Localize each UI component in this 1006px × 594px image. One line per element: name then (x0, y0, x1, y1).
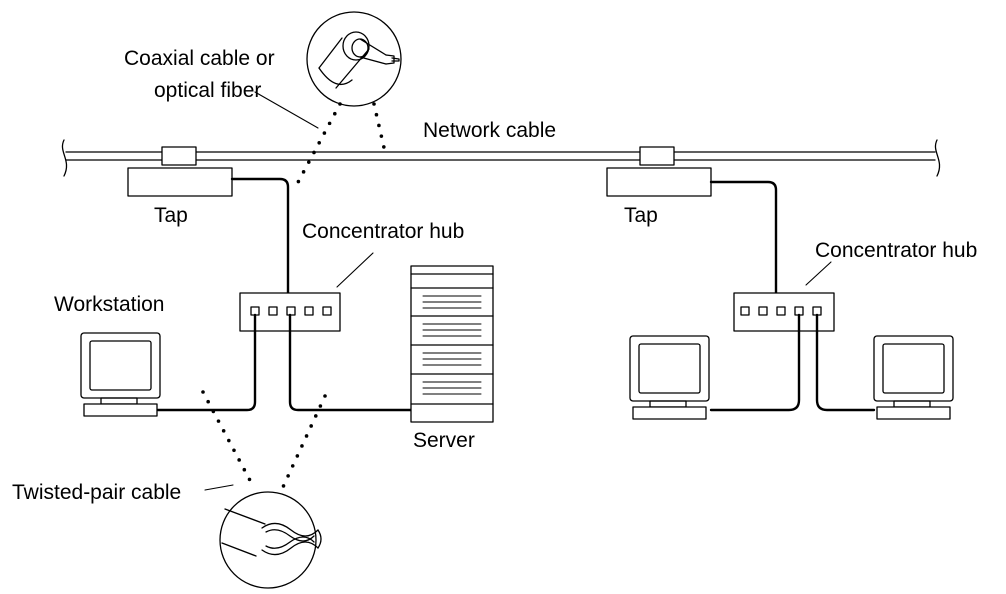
label-workstation: Workstation (54, 293, 165, 316)
tap-right (606, 146, 712, 197)
label-twisted-pair-cable: Twisted-pair cable (12, 481, 182, 504)
network-backbone-cable (61, 139, 941, 177)
tap-to-hub-cables (230, 177, 778, 295)
server-tower (410, 265, 494, 423)
label-network-cable: Network cable (423, 119, 557, 142)
tap-left (127, 146, 233, 197)
coaxial-cable-callout (306, 11, 402, 107)
label-concentrator-hub-right: Concentrator hub (815, 239, 978, 262)
label-coaxial-line1: Coaxial cable or (124, 47, 275, 70)
twisted-pair-callout (219, 491, 322, 589)
label-concentrator-hub-left: Concentrator hub (302, 220, 465, 243)
concentrator-hub-right (733, 292, 835, 332)
workstation-middle (629, 335, 710, 420)
callout-dotted-lines (201, 102, 387, 489)
label-coaxial-line2: optical fiber (154, 79, 262, 102)
label-server: Server (413, 429, 475, 452)
label-leader-lines (204, 91, 832, 491)
label-tap-left: Tap (154, 204, 188, 227)
workstation-right (873, 335, 954, 420)
workstation-left (80, 332, 161, 417)
twisted-pair-connections (156, 313, 876, 412)
label-tap-right: Tap (624, 204, 658, 227)
